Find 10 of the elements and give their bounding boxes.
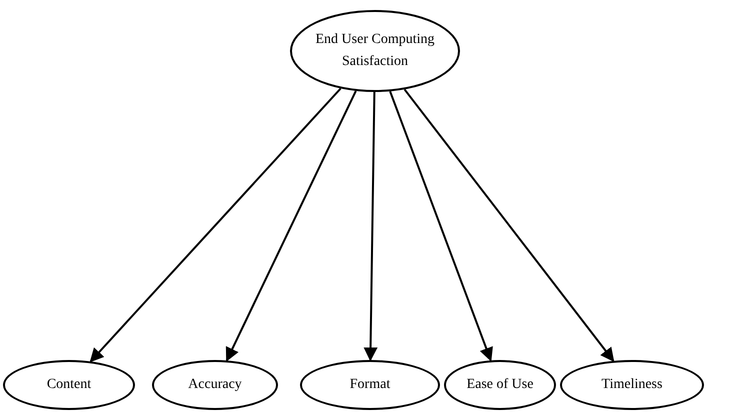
node-label: Ease of Use <box>466 376 534 394</box>
arrow <box>389 91 493 362</box>
node-label: End User Computing Satisfaction <box>314 30 436 71</box>
arrow <box>364 92 378 362</box>
node-label: Content <box>46 376 92 394</box>
node-label: Format <box>348 376 392 394</box>
node-label: Timeliness <box>600 376 664 394</box>
arrow <box>90 88 342 362</box>
arrow <box>226 90 357 362</box>
node-label: Accuracy <box>187 376 243 394</box>
